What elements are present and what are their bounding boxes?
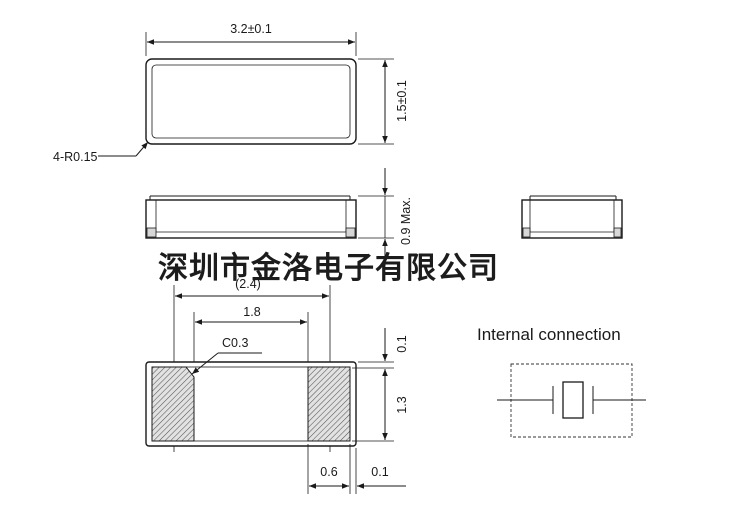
- top-width-label: 3.2±0.1: [230, 22, 272, 36]
- corner-radius-label: 4-R0.15: [53, 150, 98, 164]
- pad-height-label: 1.3: [395, 396, 409, 413]
- internal-connection: Internal connection: [477, 325, 646, 438]
- inner-span-label: 1.8: [243, 305, 260, 319]
- end-terminal-right: [613, 227, 622, 238]
- side-terminal-left: [146, 227, 157, 238]
- pad-right: [307, 366, 351, 442]
- top-view: 3.2±0.1 1.5±0.1 4-R0.15: [53, 22, 409, 164]
- internal-connection-title: Internal connection: [477, 325, 621, 344]
- side-terminal-right: [345, 227, 356, 238]
- side-height-label: 0.9 Max.: [399, 197, 413, 245]
- crystal-resonator-symbol: [562, 381, 584, 419]
- side-view-front: 0.9 Max.: [145, 168, 413, 266]
- end-terminal-left: [522, 227, 531, 238]
- chamfer-label: C0.3: [222, 336, 248, 350]
- pad-left: [151, 366, 195, 442]
- top-gap-label: 0.1: [395, 335, 409, 352]
- top-height-label: 1.5±0.1: [395, 80, 409, 122]
- outer-span-label: (2.4): [235, 277, 261, 291]
- top-view-outer-outline: [145, 58, 357, 145]
- radius-leader-arrow: [135, 141, 149, 157]
- pad-width-label: 0.6: [320, 465, 337, 479]
- top-view-inner-outline: [151, 64, 351, 139]
- pad-view: (2.4) 1.8 C0.3 0.1 1.3 0.6 0.1: [145, 277, 409, 494]
- chamfer-leader-arrow: [191, 352, 219, 375]
- company-watermark: 深圳市金洛电子有限公司: [158, 251, 499, 286]
- side-view-end: [521, 195, 623, 239]
- edge-gap-label: 0.1: [371, 465, 388, 479]
- pad-view-outer-outline: [145, 361, 357, 447]
